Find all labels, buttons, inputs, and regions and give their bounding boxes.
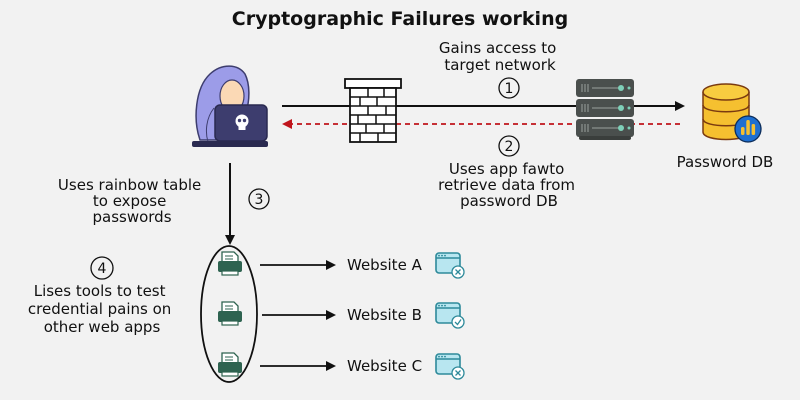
chart-badge-icon xyxy=(734,115,762,143)
browser-window-x-icon xyxy=(435,252,465,279)
browser-window-x-icon xyxy=(435,353,465,380)
printer-tool-icon xyxy=(218,301,242,326)
firewall-icon xyxy=(344,78,402,143)
step-3-badge: 3 xyxy=(248,188,270,210)
step-2-label: Uses app fawto retrieve data from passwo… xyxy=(438,160,580,210)
website-a-label: Website A xyxy=(347,256,423,274)
svg-text:1: 1 xyxy=(505,81,514,97)
browser-window-check-icon xyxy=(435,302,465,329)
website-connectors xyxy=(260,260,336,371)
tools-group-outline xyxy=(200,245,258,383)
database-icon xyxy=(702,83,762,143)
step-4-badge: 4 xyxy=(90,256,114,280)
skull-icon xyxy=(235,114,249,130)
step-1-badge: 1 xyxy=(498,77,520,99)
step-1-label: Gains access to target network xyxy=(439,39,561,74)
website-b-label: Website B xyxy=(347,306,422,324)
step-4-label: Lises tools to test credential pains on … xyxy=(28,282,176,336)
step-2-badge: 2 xyxy=(498,135,520,157)
svg-text:4: 4 xyxy=(98,261,107,277)
printer-tool-icon xyxy=(218,352,242,377)
diagram-title: Cryptographic Failures working xyxy=(232,8,568,30)
svg-text:3: 3 xyxy=(255,192,264,208)
svg-text:2: 2 xyxy=(505,139,514,155)
server-rack-icon xyxy=(576,79,634,140)
step-3-label: Uses rainbow table to expose passwords xyxy=(58,176,206,226)
printer-tool-icon xyxy=(218,251,242,276)
website-c-label: Website C xyxy=(347,357,422,375)
hacker-laptop-icon xyxy=(192,65,268,147)
database-label: Password DB xyxy=(677,153,774,171)
